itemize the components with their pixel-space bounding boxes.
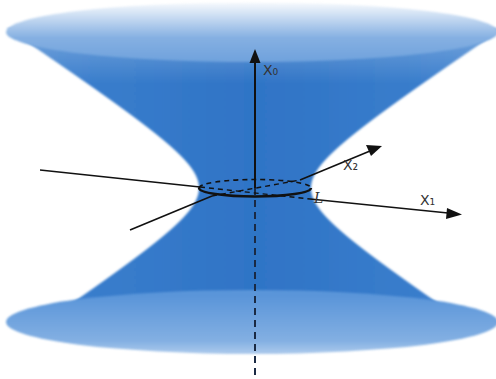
top-rim xyxy=(6,2,496,62)
x2-axis-back xyxy=(300,151,370,180)
circle-label: L xyxy=(314,191,323,205)
x0-axis xyxy=(254,60,256,188)
x2-axis-inside xyxy=(212,180,300,196)
x1-arrowhead xyxy=(446,208,462,219)
axis-label-x2: X₂ xyxy=(343,158,358,172)
axis-label-x0: X₀ xyxy=(263,63,278,77)
hyperboloid-body xyxy=(6,28,496,325)
axis-label-x1: X₁ xyxy=(420,193,435,207)
bottom-rim xyxy=(6,290,496,354)
x0-axis-hidden xyxy=(254,188,256,375)
hyperboloid-surface xyxy=(6,2,496,354)
x0-arrowhead xyxy=(250,49,261,63)
waist-circle-front xyxy=(199,188,311,197)
x2-arrowhead xyxy=(366,145,382,156)
x1-axis-inside xyxy=(200,187,310,199)
x2-axis-front xyxy=(130,196,212,230)
x1-axis-left xyxy=(40,170,200,187)
